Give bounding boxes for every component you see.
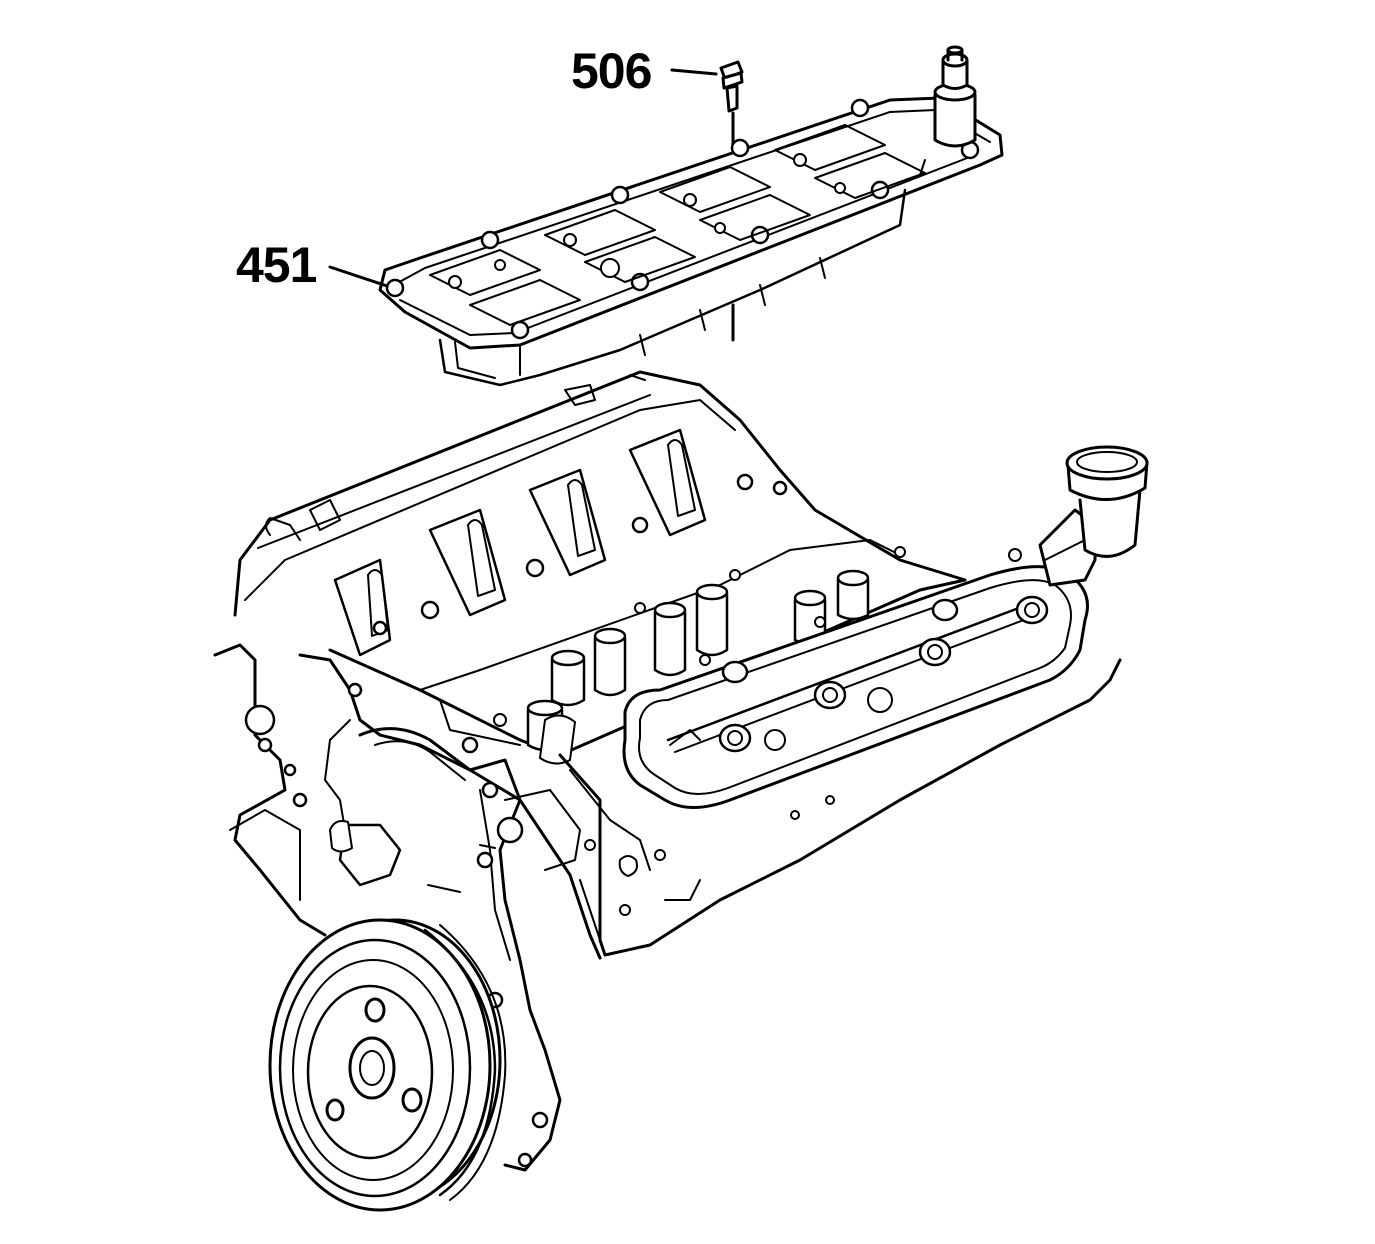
leader-line-506 (670, 68, 718, 76)
engine-block-icon (213, 370, 1122, 1172)
leader-line-451 (328, 265, 389, 288)
oil-fill-cap-icon (1038, 445, 1149, 587)
leader-lines (328, 68, 718, 288)
valley-cover-assembly-icon (378, 45, 1004, 387)
callout-506: 506 (571, 43, 652, 99)
callout-451: 451 (236, 237, 317, 293)
bolt-icon (719, 60, 744, 342)
crankshaft-balancer-icon (268, 918, 507, 1212)
rocker-cover-icon (622, 548, 1089, 809)
